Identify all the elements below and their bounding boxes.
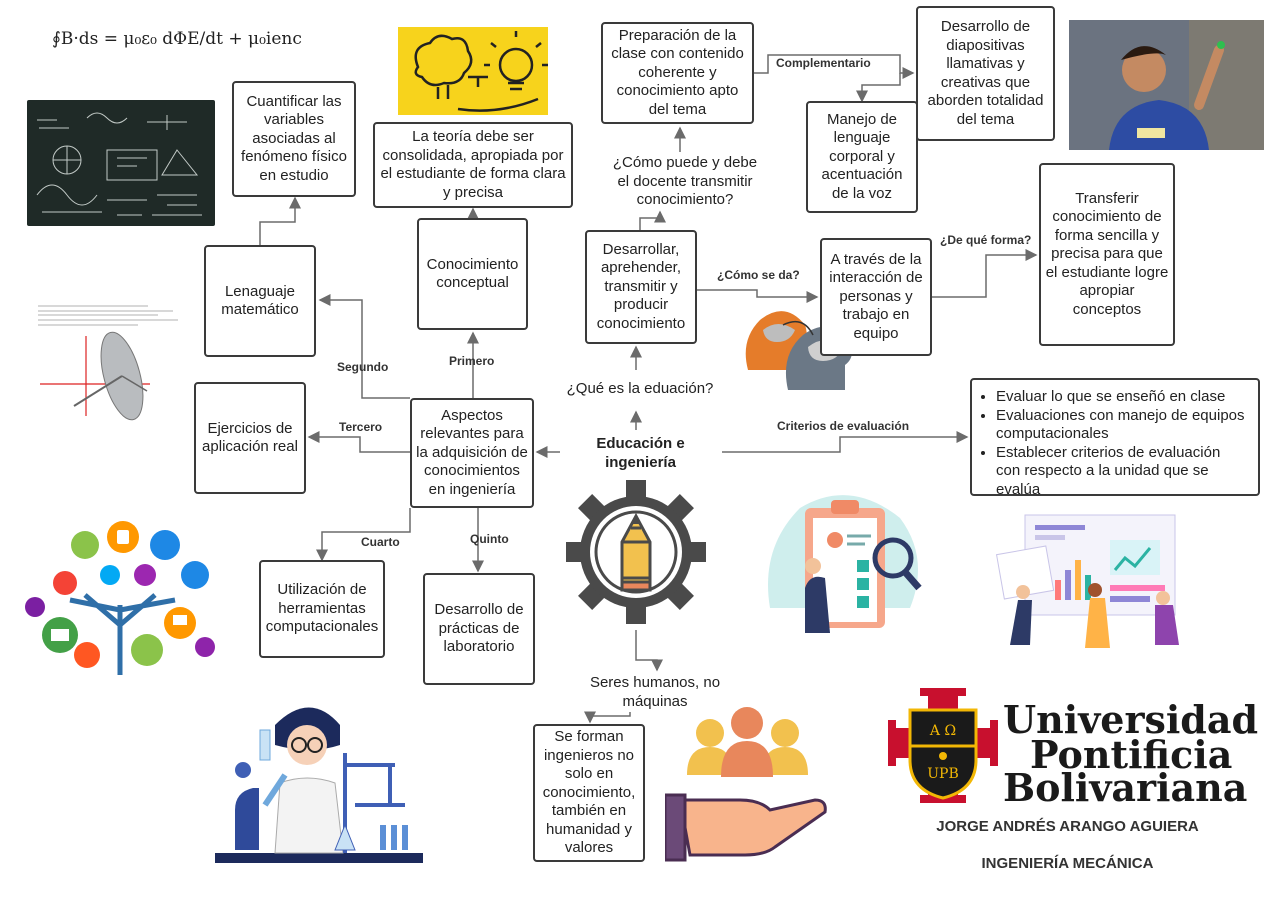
upb-crest: A Ω UPB xyxy=(888,688,998,803)
box-evaluacion: Evaluar lo que se enseñó en clase Evalua… xyxy=(970,378,1260,499)
satellite-dish-icon xyxy=(38,305,178,421)
box-diapositivas: Desarrollo de diapositivas llamativas y … xyxy=(916,6,1055,141)
clipboard-evaluation-image xyxy=(765,488,925,636)
speaker-photo xyxy=(1069,20,1264,150)
chalk-formulas-icon xyxy=(36,112,202,216)
people-hand-image xyxy=(663,705,830,865)
data-team-image xyxy=(995,510,1195,650)
evaluation-item: Evaluar lo que se enseñó en clase xyxy=(996,388,1248,407)
box-diapositivas-text: Desarrollo de diapositivas llamativas y … xyxy=(927,18,1044,128)
label-segundo: Segundo xyxy=(337,360,389,374)
box-herramientas-text: Utilización de herramientas computaciona… xyxy=(265,581,379,636)
box-cuantificar: Cuantificar las variables asociadas al f… xyxy=(232,81,356,197)
gear-pencil-image xyxy=(564,478,708,628)
label-primero: Primero xyxy=(449,354,495,368)
crest-upb: UPB xyxy=(927,766,959,782)
scientist-icon xyxy=(215,707,423,863)
box-conceptual-text: Conocimiento conceptual xyxy=(426,255,519,292)
box-cuantificar-text: Cuantificar las variables asociadas al f… xyxy=(241,92,347,184)
box-herramientas: Utilización de herramientas computaciona… xyxy=(259,560,385,658)
box-practicas-text: Desarrollo de prácticas de laboratorio xyxy=(434,601,524,656)
crest-alpha-omega: A Ω xyxy=(929,723,956,739)
maxwell-formula: ∮B·ds = μ₀ε₀ dΦE/dt + μ₀ienc xyxy=(52,29,302,49)
checklist-clipboard-icon xyxy=(768,495,922,633)
box-aspectos-relevantes: Aspectos relevantes para la adquisición … xyxy=(410,398,534,508)
brain-bulb-image xyxy=(398,27,548,115)
gear-pencil-icon xyxy=(564,480,708,624)
box-lenguaje-text: Lenaguaje matemático xyxy=(221,282,299,319)
university-name-line2: Pontificia xyxy=(1030,732,1233,777)
box-desarrollar: Desarrollar, aprehender, transmitir y pr… xyxy=(585,230,697,344)
university-name-line1: Universidad xyxy=(1003,697,1259,742)
university-name-line3: Bolivariana xyxy=(1003,765,1248,810)
box-transferir-text: Transferir conocimiento de forma sencill… xyxy=(1045,189,1169,318)
box-aspectos-text: Aspectos relevantes para la adquisición … xyxy=(416,406,528,498)
antenna-graph-image xyxy=(30,298,180,438)
box-lenguaje-matematico: Lenaguaje matemático xyxy=(204,245,316,357)
question-como-transmitir: ¿Cómo puede y debe el docente transmitir… xyxy=(612,154,758,208)
program-name: INGENIERÍA MECÁNICA xyxy=(981,855,1154,872)
speaker-icon xyxy=(1069,20,1264,150)
dashboard-team-icon xyxy=(995,514,1179,648)
author-name: JORGE ANDRÉS ARANGO AGUIERA xyxy=(936,818,1199,835)
label-como-se-da: ¿Cómo se da? xyxy=(717,268,800,282)
label-criterios: Criterios de evaluación xyxy=(777,419,910,433)
chalkboard-image xyxy=(27,100,215,226)
box-ejercicios-text: Ejercicios de aplicación real xyxy=(202,419,298,456)
technology-icons-tree xyxy=(25,521,215,675)
evaluation-item: Establecer criterios de evaluación con r… xyxy=(996,444,1248,500)
box-se-forman-text: Se forman ingenieros no solo en conocimi… xyxy=(542,728,636,857)
box-preparacion: Preparación de la clase con contenido co… xyxy=(601,22,754,124)
scientist-lab-image xyxy=(215,685,425,865)
label-quinto: Quinto xyxy=(470,532,509,546)
label-cuarto: Cuarto xyxy=(361,535,400,549)
label-de-que-forma: ¿De qué forma? xyxy=(940,233,1032,247)
question-que-es: ¿Qué es la eduación? xyxy=(566,380,714,397)
university-crest-icon: A Ω UPB xyxy=(888,688,998,803)
box-interaccion-text: A través de la interacción de personas y… xyxy=(829,250,923,342)
box-teoria-text: La teoría debe ser consolidada, apropiad… xyxy=(380,128,566,201)
question-seres-humanos: Seres humanos, no máquinas xyxy=(589,674,721,710)
brain-plug-bulb-icon xyxy=(414,31,548,112)
label-complementario: Complementario xyxy=(776,56,871,70)
box-practicas: Desarrollo de prácticas de laboratorio xyxy=(423,573,535,685)
box-teoria: La teoría debe ser consolidada, apropiad… xyxy=(373,122,573,208)
box-desarrollar-text: Desarrollar, aprehender, transmitir y pr… xyxy=(596,240,686,332)
box-conocimiento-conceptual: Conocimiento conceptual xyxy=(417,218,528,330)
apps-tree-image xyxy=(15,515,230,680)
box-preparacion-text: Preparación de la clase con contenido co… xyxy=(611,26,744,118)
box-corporal-text: Manejo de lenguaje corporal y acentuació… xyxy=(821,110,903,202)
hand-holding-people-icon xyxy=(663,707,827,862)
evaluation-item: Evaluaciones con manejo de equipos compu… xyxy=(996,407,1248,444)
box-ejercicios: Ejercicios de aplicación real xyxy=(194,382,306,494)
label-tercero: Tercero xyxy=(339,420,383,434)
box-lenguaje-corporal: Manejo de lenguaje corporal y acentuació… xyxy=(806,101,918,213)
box-interaccion: A través de la interacción de personas y… xyxy=(820,238,932,356)
center-topic: Educación e ingeniería xyxy=(596,435,685,471)
evaluation-list: Evaluar lo que se enseñó en clase Evalua… xyxy=(982,388,1248,499)
box-transferir: Transferir conocimiento de forma sencill… xyxy=(1039,163,1175,346)
box-se-forman: Se forman ingenieros no solo en conocimi… xyxy=(533,724,645,862)
